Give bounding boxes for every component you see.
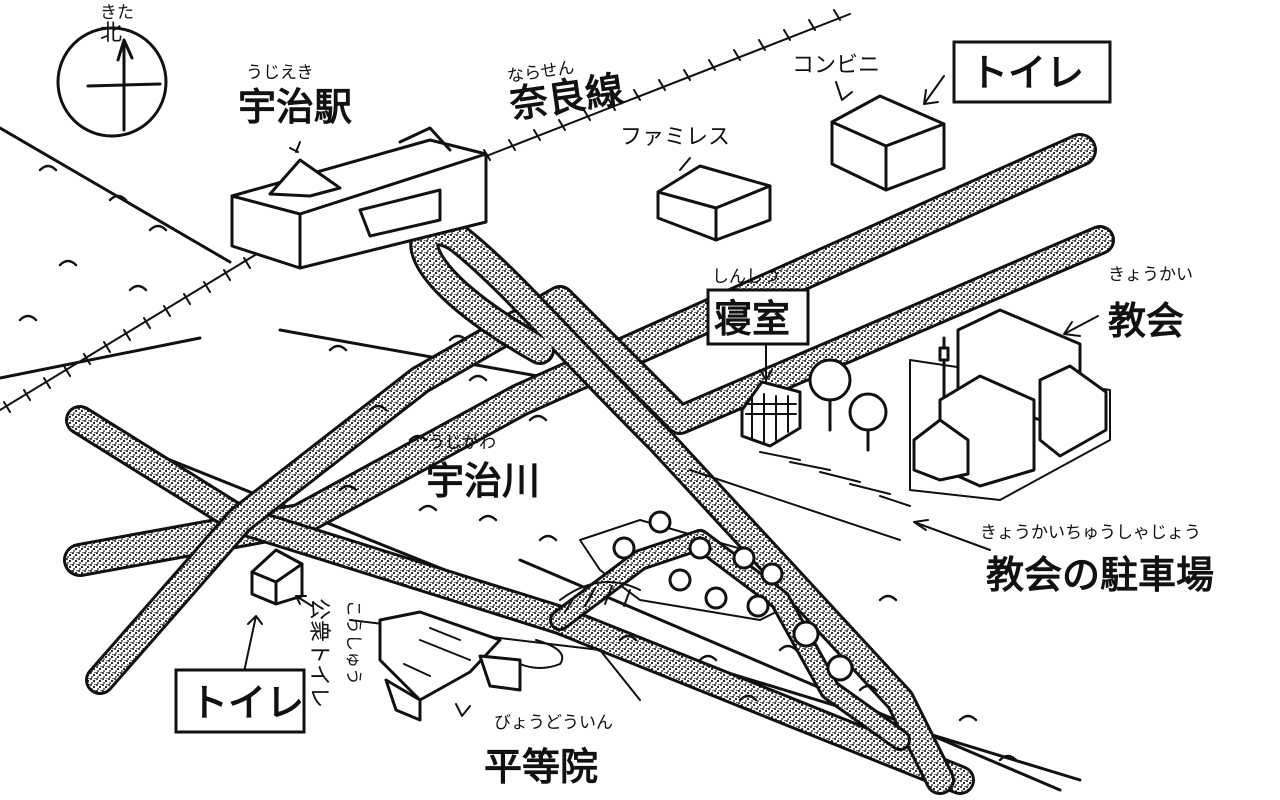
family-restaurant-building <box>656 157 772 242</box>
tree-icon <box>792 620 820 648</box>
road-main <box>66 136 1094 574</box>
public-toilet-edges <box>250 562 304 606</box>
church-hall-right <box>1038 364 1108 458</box>
bridge-rails <box>564 585 631 613</box>
bedroom-building <box>740 345 802 448</box>
toilet-bottom-box <box>174 668 306 734</box>
road-river <box>68 408 972 792</box>
toilet-bottom-label: トイレ <box>190 681 304 725</box>
church-porch <box>912 418 970 482</box>
bedroom-label: 寝室 <box>714 297 790 341</box>
byodoin-roof-lines <box>403 627 471 677</box>
konbini-arrow-icon <box>835 81 853 101</box>
roads <box>63 133 1115 795</box>
compass-needle-icon <box>86 38 162 132</box>
bedroom-ruby: しんしつ <box>712 267 779 287</box>
road-loop <box>412 219 952 792</box>
compass-circle <box>56 26 168 138</box>
north-label: 北 <box>100 21 122 46</box>
river-bank-upper <box>0 126 232 264</box>
family-restaurant-label: ファミレス <box>620 125 730 150</box>
bedroom-arrow-icon <box>759 345 773 381</box>
station-roof-left <box>268 158 342 198</box>
railway-track-lower <box>0 251 261 411</box>
byodoin-main-hall <box>378 610 502 702</box>
toilet-top-label: トイレ <box>970 51 1084 95</box>
wave-marks-lower <box>618 594 1018 762</box>
public-toilet-label: 公衆トイレ <box>306 598 331 708</box>
church-parking-label: 教会の駐車場 <box>986 553 1214 597</box>
tree-icon <box>732 546 756 570</box>
uji-river-label: 宇治川 <box>426 459 540 503</box>
konbini-block <box>830 94 946 192</box>
tree-icon <box>808 358 852 402</box>
bedroom-box <box>706 288 810 346</box>
wave-marks-left <box>18 164 168 322</box>
byodoin-pond <box>519 639 564 669</box>
tree-icon <box>848 392 888 432</box>
church-parking-ruby: きょうかいちゅうしゃじょう <box>980 523 1201 543</box>
river-bank-upper-left <box>0 336 202 380</box>
public-toilet-arrow-icon <box>295 595 313 607</box>
church-ruby: きょうかい <box>1108 265 1193 285</box>
convenience-label: コンビニ <box>792 53 880 78</box>
byodoin-ruby: びょうどういん <box>494 713 613 733</box>
uji-station-ruby: うじえき <box>246 63 314 83</box>
road-island <box>552 532 908 748</box>
famires-arrow-icon <box>679 157 691 171</box>
water-waves <box>18 164 1018 762</box>
tree-icon <box>704 586 728 610</box>
tree-icon <box>746 594 770 618</box>
tree-icon <box>612 536 636 560</box>
tree-icon <box>826 654 854 682</box>
compass <box>56 26 168 138</box>
tree-icon <box>668 568 692 592</box>
tree-icon <box>648 510 672 534</box>
byodoin-wing-left <box>384 678 422 722</box>
famires-block <box>656 164 772 242</box>
church-parking-lot <box>689 451 991 551</box>
famires-edges <box>656 184 772 242</box>
convenience-store-building <box>830 75 946 192</box>
trees <box>612 358 888 682</box>
church-steeple-icon <box>938 336 950 398</box>
byodoin-temple <box>378 610 564 722</box>
wave-marks-river <box>338 484 558 542</box>
tree-icon <box>688 536 712 560</box>
uji-river-ruby: うじがわ <box>428 433 496 453</box>
byodoin-label: 平等院 <box>484 745 598 789</box>
uji-station-label: 宇治駅 <box>238 85 352 129</box>
bridge-arch-icon <box>559 581 641 601</box>
bedroom-windows <box>745 393 797 445</box>
konbini-edges <box>830 120 946 192</box>
uji-station-building <box>230 126 488 270</box>
wave-marks-mid <box>328 334 548 442</box>
byodoin-wing-right <box>478 654 522 692</box>
river-bank-mid <box>278 328 562 382</box>
church-arrow-icon <box>1063 315 1099 337</box>
river-bank-center <box>518 558 1062 792</box>
railway-track-upper <box>419 13 851 183</box>
station-arrow-icon <box>289 141 301 153</box>
parking-arrow-icon <box>913 519 991 551</box>
public-toilet-building <box>243 548 313 673</box>
station-roof-right <box>398 126 452 152</box>
road-diagonal <box>88 228 1112 692</box>
church-building <box>909 308 1111 501</box>
byodoin-arrow-icon <box>455 703 471 717</box>
church-label: 教会 <box>1108 299 1184 343</box>
parking-lines <box>689 451 911 541</box>
station-block <box>230 138 488 270</box>
toilet-top-arrow-icon <box>923 75 945 105</box>
tree-icon <box>760 562 784 586</box>
public-toilet-ruby: こうしゅう <box>343 600 363 685</box>
station-entrance <box>358 188 442 238</box>
station-edges <box>230 152 488 270</box>
north-ruby: きた <box>100 3 134 23</box>
toilet-top-box <box>952 40 1112 104</box>
toilet-bottom-arrow-icon <box>243 615 263 673</box>
